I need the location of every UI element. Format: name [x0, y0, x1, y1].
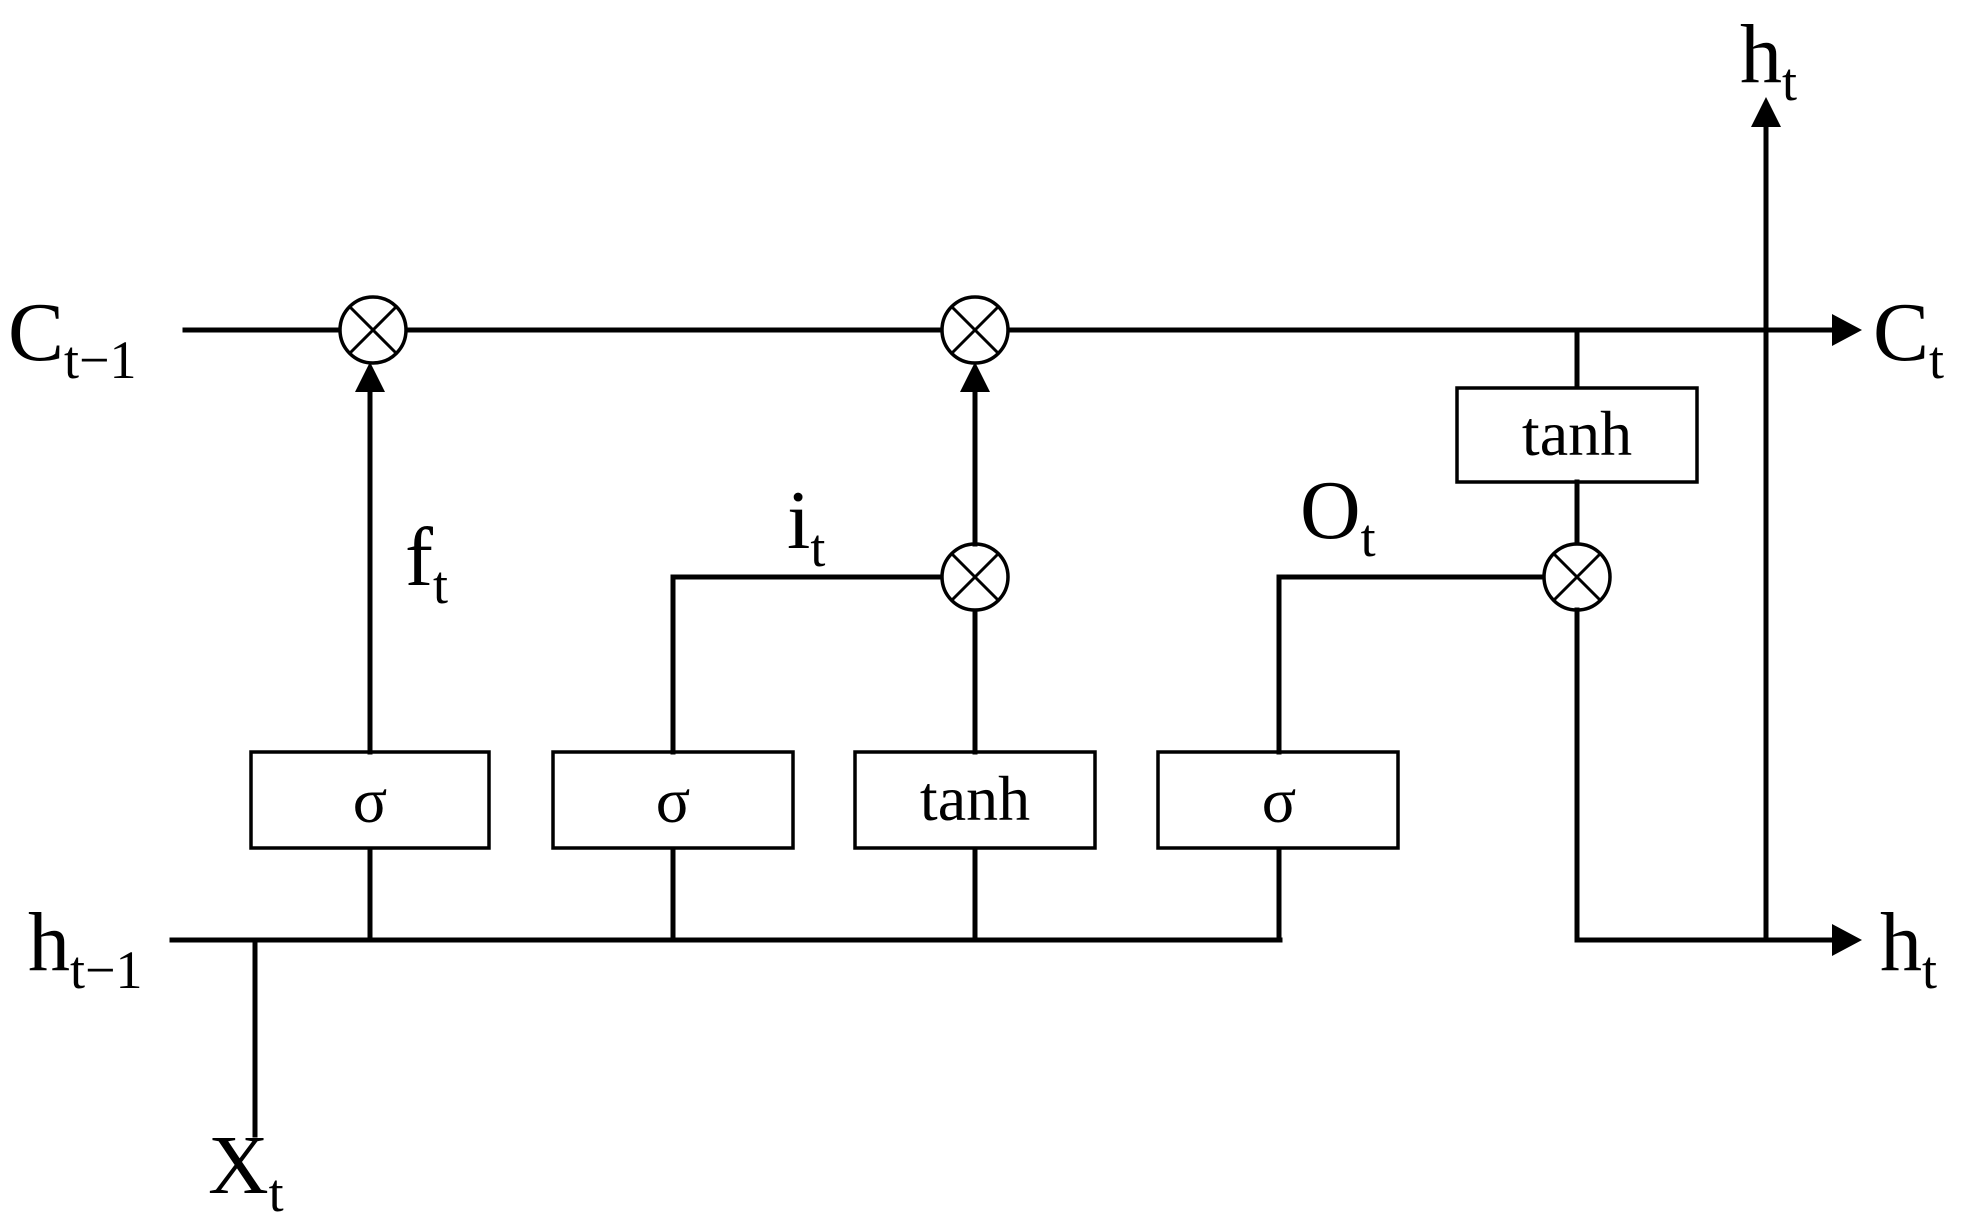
forget-sigma-box: [249, 750, 491, 850]
candidate-tanh-label: tanh: [920, 763, 1030, 834]
input-sigma-box: [551, 750, 795, 850]
hidden-prev-label: ht−1: [28, 896, 142, 1000]
output-gate-label: Ot: [1300, 464, 1376, 568]
input-gate-label: it: [787, 474, 825, 578]
cell-tanh-box: [1455, 386, 1699, 484]
hidden-output-top-label: ht: [1740, 8, 1797, 112]
output-sigma-box: [1156, 750, 1400, 850]
input-sigma-label: σ: [656, 765, 691, 836]
cell-prev-label: Ct−1: [8, 286, 137, 390]
cell-output-arrow: [1832, 314, 1862, 346]
cell-output-label: Ct: [1873, 286, 1944, 390]
cell-tanh-label: tanh: [1522, 398, 1632, 469]
input-update-arrow: [960, 362, 990, 392]
hidden-up-arrow: [1751, 97, 1781, 127]
output-sigma-label: σ: [1262, 765, 1297, 836]
input-gate-line: [670, 574, 945, 755]
forget-sigma-label: σ: [353, 765, 388, 836]
forget-gate-label: ft: [405, 511, 448, 615]
hidden-output-line: [1574, 607, 1843, 943]
input-x-label: Xt: [208, 1119, 284, 1223]
forget-gate-arrow: [355, 362, 385, 392]
hidden-output-right-label: ht: [1880, 896, 1937, 1000]
hidden-output-arrow: [1832, 924, 1862, 956]
output-gate-line: [1276, 574, 1547, 755]
